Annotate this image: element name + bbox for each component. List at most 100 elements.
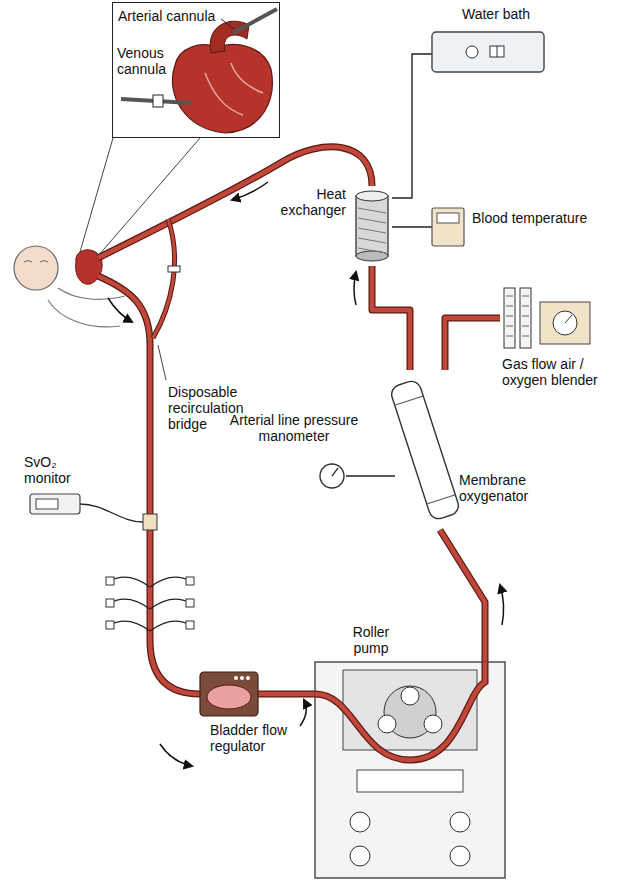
device-label: SvO₂ monitor [24,454,86,486]
flow-arrows-part [108,298,132,322]
blender-dial [553,311,577,335]
inset-pointer-lines-part [98,138,200,256]
luer-ports-part [186,621,194,629]
pump-knob [350,812,370,832]
flowmeter-tick [522,316,529,317]
blood-tube [440,530,485,662]
device-label: Water bath [462,6,552,22]
heat-exchanger: Heat exchanger [352,186,392,266]
oxygenator-shell [389,379,461,521]
bladder [207,685,251,709]
arterial-cannula-tube [233,9,277,33]
water-bath-body [432,32,544,72]
water-bath-divider [497,46,498,57]
regulator-light [246,676,250,680]
luer-ports-part [106,621,114,629]
cannula-clip [153,95,163,107]
connecting-line [346,475,395,476]
blender-body [540,302,590,344]
flowmeter-tick [506,306,513,307]
heat-exchanger-coil [358,248,386,253]
flow-arrows-part [500,585,504,625]
monitor-screen [437,213,459,223]
water-bath-knob [466,46,478,58]
recirculation-bridge [153,219,180,380]
svo2-monitor-drawing [30,494,80,514]
tube-outline [372,266,410,370]
flowmeter-tube [520,288,531,348]
patient-figure-part [48,288,125,327]
luer-ports-part [110,621,150,631]
monitor-body [432,208,464,246]
bladder-regulator-drawing [200,672,258,716]
roller-housing [343,670,477,750]
tube-outline [258,691,315,698]
venous-line-tube [98,276,200,694]
membrane-oxygenator: Membrane oxygenator [395,370,455,530]
tube-outline [440,530,485,662]
luer-ports-part [106,577,114,585]
flowmeter-tick [522,296,529,297]
connecting-line [392,226,432,227]
pump-tube [315,662,485,760]
recirculation-bridge-part [153,219,175,338]
heart-detail [205,63,263,115]
device-label: Heat exchanger [260,186,346,218]
flowmeter-tick [522,336,529,337]
device-label: Arterial line pressure manometer [226,412,362,444]
svo2-sensor-part [143,514,157,530]
pump-knob [450,846,470,866]
flowmeter-tick [506,316,513,317]
heat-exchanger-coil [358,228,386,233]
luer-ports [106,577,194,631]
arterial-line-tube-part [98,147,372,258]
luer-ports-part [110,599,150,609]
heart-shape [172,45,272,133]
inset-pointer-lines-part [80,138,113,252]
water-bath-drawing [432,32,544,72]
venous-line-tube-part [98,276,200,694]
leader-line [221,19,234,29]
blender-dial-pointer [565,315,572,323]
device-label: Venous cannula [117,45,177,77]
gas-blender: Gas flow air / oxygen blender [500,286,592,350]
pump-console [315,662,505,878]
water-bath-display [490,46,504,57]
roller-pump: Roller pump [315,662,505,878]
arterial-line-tube [98,147,372,258]
monitor-body [30,494,80,514]
roller [424,715,442,733]
roller [401,687,419,705]
membrane-oxygenator-drawing [395,370,455,530]
arterial-line-tube-part [98,147,372,258]
roller-pump-drawing [315,662,505,878]
patient-figure-part [14,246,58,290]
pump-display [357,770,463,792]
flowmeter-tube [504,288,515,348]
heat-exchanger-cap [356,191,388,201]
pressure-gauge-drawing [318,462,346,490]
blood-tube [258,692,315,697]
svo2-sensor [80,504,157,530]
svo2-monitor: SvO₂ monitor [30,494,80,514]
connecting-line [392,54,432,198]
device-label: Gas flow air / oxygen blender [502,356,610,388]
roller [378,715,396,733]
gauge-needle [332,468,338,476]
luer-ports-part [110,577,150,587]
part-label: Disposable recirculation bridge [168,384,280,432]
oxygenator-seam [395,396,424,405]
flow-arrows-part [160,744,192,766]
flowmeter-tick [506,336,513,337]
luer-ports-part [106,599,114,607]
device-label: Roller pump [343,624,399,656]
regulator-housing [200,672,258,716]
monitor-screen [36,499,58,509]
inset-box: Arterial cannulaVenous cannula [112,2,280,138]
heat-exchanger-coil [358,218,386,223]
tube-outline [445,318,500,370]
luer-ports-part [186,577,194,585]
heat-exchanger-body [356,196,388,256]
device-label: Membrane oxygenator [459,472,563,504]
temperature-monitor: Blood temperature [432,208,464,246]
